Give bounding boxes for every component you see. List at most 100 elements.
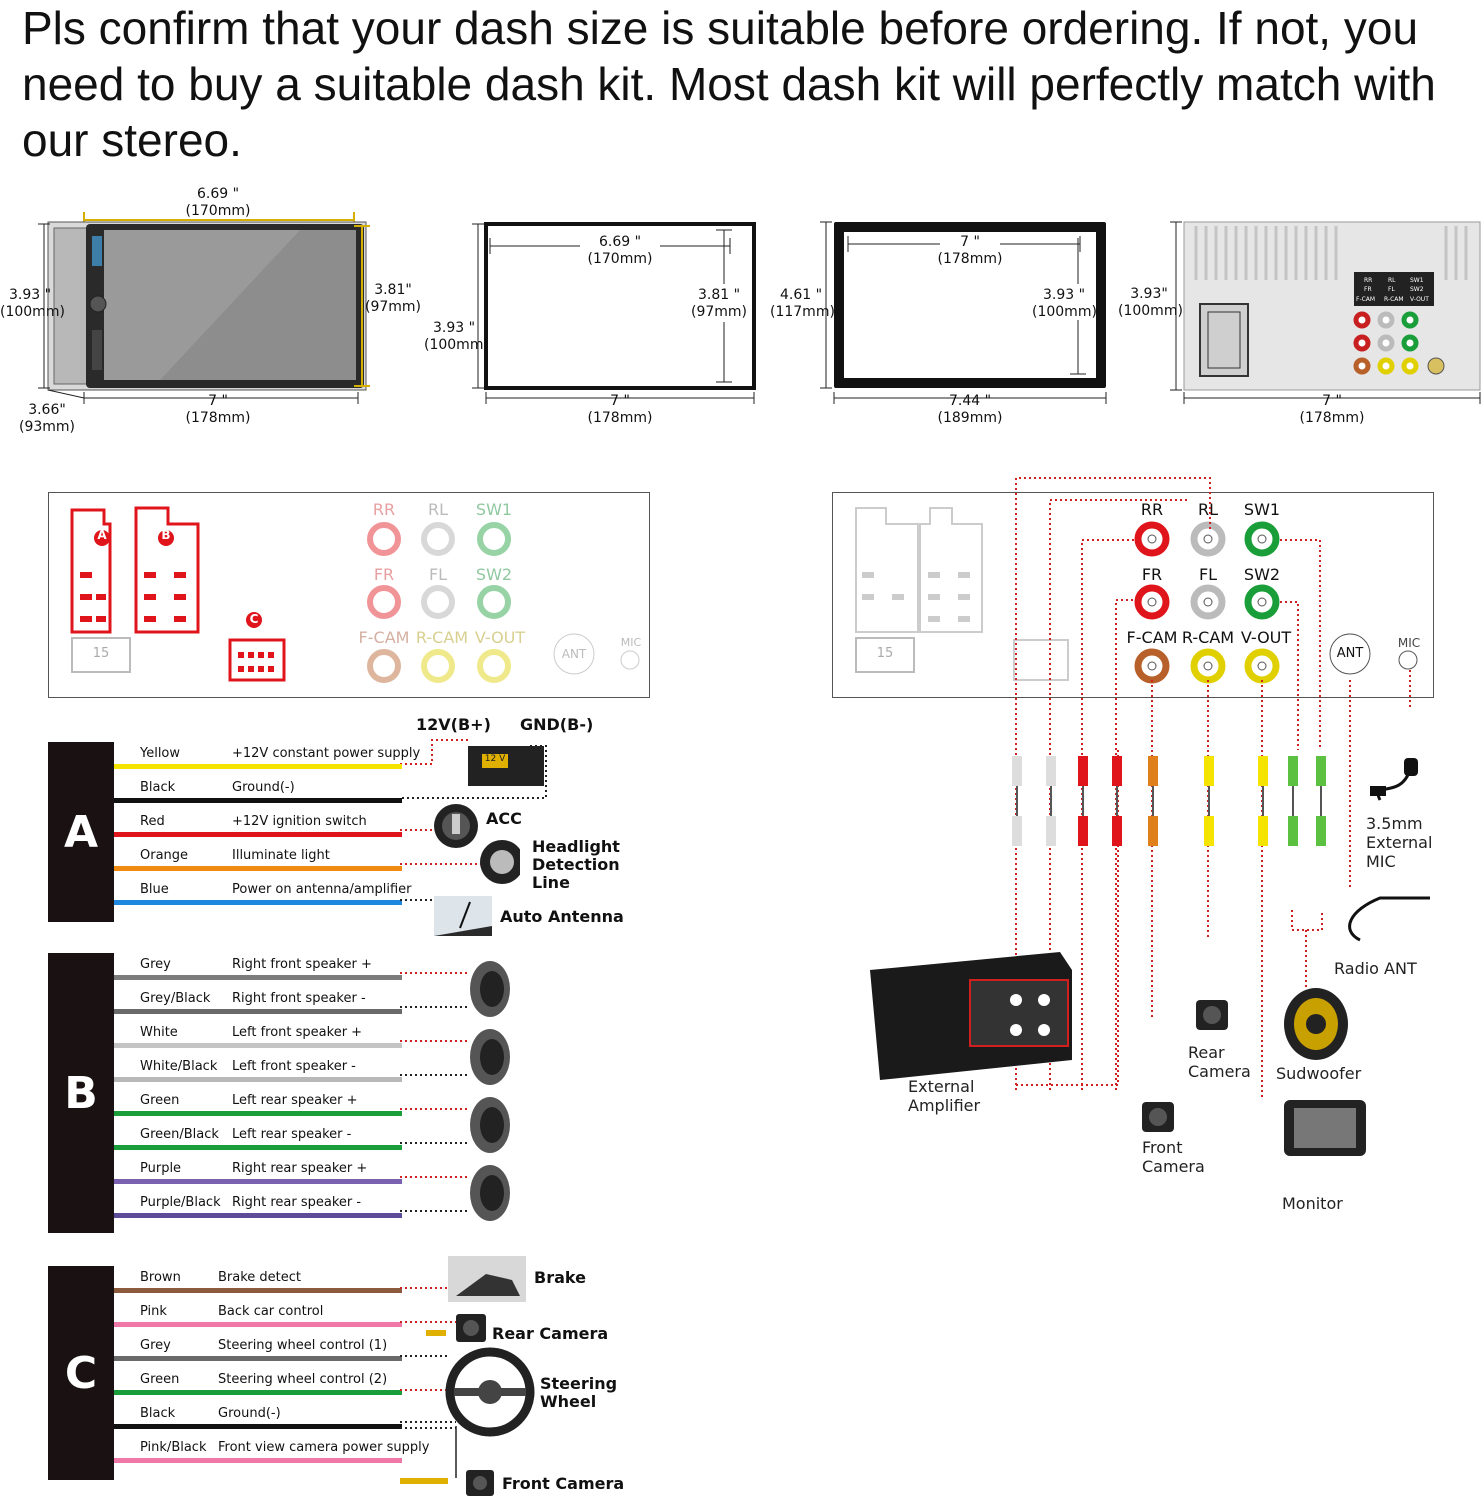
front-camera-label: Front Camera xyxy=(502,1474,625,1493)
port-rr: RR xyxy=(1140,500,1164,519)
front-camera-icon xyxy=(400,1470,494,1496)
wire-line xyxy=(114,1043,402,1048)
wire-color-name: Green/Black xyxy=(140,1127,219,1142)
wire-line xyxy=(114,1111,402,1116)
speaker-icon-4 xyxy=(470,1165,510,1221)
wire-color-name: Pink/Black xyxy=(140,1440,207,1455)
radio-ant-label: Radio ANT xyxy=(1334,959,1417,978)
mic-port-icon xyxy=(620,650,640,670)
svg-text:RL: RL xyxy=(1388,277,1396,284)
plug-b-label: B xyxy=(161,528,171,542)
wire-line xyxy=(114,900,402,905)
wire-line xyxy=(114,832,402,837)
wire-line xyxy=(114,1288,402,1293)
p2-bottom-dimension: 7 "(178mm) xyxy=(587,393,653,426)
v12-label: 12V(B+) xyxy=(416,715,491,734)
speaker-icon-3 xyxy=(470,1097,510,1153)
p3-right-dimension: 3.93 "(100mm) xyxy=(1032,287,1097,320)
front-camera-icon-right xyxy=(1142,1102,1174,1132)
svg-text:F-CAM: F-CAM xyxy=(1356,296,1375,303)
wire-function: Ground(-) xyxy=(218,1406,281,1421)
wire-line xyxy=(114,764,402,769)
mic-device-label: 3.5mm External MIC xyxy=(1366,814,1433,871)
p2-top-dimension: 6.69 "(170mm) xyxy=(587,234,653,267)
brake-pedal-icon xyxy=(448,1256,526,1302)
plug-c-icon xyxy=(228,638,286,682)
p2-left-dimension: 3.93 "(100mm) xyxy=(424,320,489,353)
headline: Pls confirm that your dash size is suita… xyxy=(22,2,1436,166)
wire-function: Left front speaker - xyxy=(232,1059,356,1074)
wire-color-name: White xyxy=(140,1025,178,1040)
wire-color-name: Orange xyxy=(140,848,189,863)
ant-port-icon xyxy=(553,633,595,675)
external-amplifier-icon xyxy=(870,952,1072,1080)
p4-bottom-dimension: 7 "(178mm) xyxy=(1299,393,1365,426)
fuse-label: 15 xyxy=(92,646,110,661)
headlight-icon xyxy=(480,840,520,884)
plug-b-faded-icon xyxy=(919,507,983,633)
wire-function: Power on antenna/amplifier xyxy=(232,882,412,897)
svg-text:RR: RR xyxy=(1364,277,1372,284)
wire-function: Right rear speaker + xyxy=(232,1161,368,1176)
wire-row: Grey/Black Right front speaker - xyxy=(114,989,402,1021)
wire-row: White/Black Left front speaker - xyxy=(114,1057,402,1089)
svg-text:SW2: SW2 xyxy=(1410,286,1424,293)
wire-color-name: Grey/Black xyxy=(140,991,211,1006)
p3-bottom-dimension: 7.44 "(189mm) xyxy=(937,393,1003,426)
plug-a-icon xyxy=(70,508,112,634)
brake-label: Brake xyxy=(534,1268,586,1287)
group-c-label: C xyxy=(48,1266,114,1480)
wire-color-name: Purple xyxy=(140,1161,182,1176)
wire-function: Steering wheel control (2) xyxy=(218,1372,388,1387)
port-sw1: SW1 xyxy=(1243,500,1281,519)
port-fr-faded: FR xyxy=(373,565,395,584)
p1-bottom-dimension: 7 "(178mm) xyxy=(185,393,251,426)
wire-function: Right front speaker - xyxy=(232,991,366,1006)
wire-color-name: White/Black xyxy=(140,1059,218,1074)
group-a-device-icons xyxy=(434,804,520,936)
amplifier-label: External Amplifier xyxy=(908,1077,981,1115)
wire-function: Steering wheel control (1) xyxy=(218,1338,388,1353)
port-fl: FL xyxy=(1198,565,1218,584)
wire-color-name: Pink xyxy=(140,1304,167,1319)
wire-function: Right rear speaker - xyxy=(232,1195,362,1210)
plug-a-faded-icon xyxy=(855,507,919,633)
port-sw2: SW2 xyxy=(1243,565,1281,584)
connector-panel-right-drawing xyxy=(855,507,1418,684)
mic-label: MIC xyxy=(1397,636,1421,650)
microphone-icon xyxy=(1370,758,1418,801)
port-sw1-faded: SW1 xyxy=(475,500,513,519)
rear-camera-icon xyxy=(426,1314,486,1342)
port-fcam-faded: F-CAM xyxy=(358,628,410,647)
svg-text:FR: FR xyxy=(1364,286,1372,293)
rear-camera-label: Rear Camera xyxy=(492,1324,609,1343)
group-a-label: A xyxy=(48,742,114,922)
wire-line xyxy=(114,798,402,803)
wire-function: Illuminate light xyxy=(232,848,330,863)
port-rcam: R-CAM xyxy=(1181,628,1235,647)
ant-label-faded: ANT xyxy=(561,647,587,661)
svg-text:SW1: SW1 xyxy=(1410,277,1424,284)
wire-color-name: Brown xyxy=(140,1270,181,1285)
plug-c-faded-icon xyxy=(1013,639,1069,681)
wire-function: Ground(-) xyxy=(232,780,295,795)
wire-line xyxy=(114,1145,402,1150)
svg-text:R-CAM: R-CAM xyxy=(1384,296,1404,303)
p2-right-dimension: 3.81 "(97mm) xyxy=(690,287,747,320)
battery-drawing xyxy=(400,739,547,799)
plug-b-icon xyxy=(134,506,200,634)
port-rl-faded: RL xyxy=(427,500,449,519)
stereo-front-view xyxy=(38,212,370,404)
mic-port-icon-right xyxy=(1398,650,1418,670)
group-a-dotted-links xyxy=(400,829,484,901)
